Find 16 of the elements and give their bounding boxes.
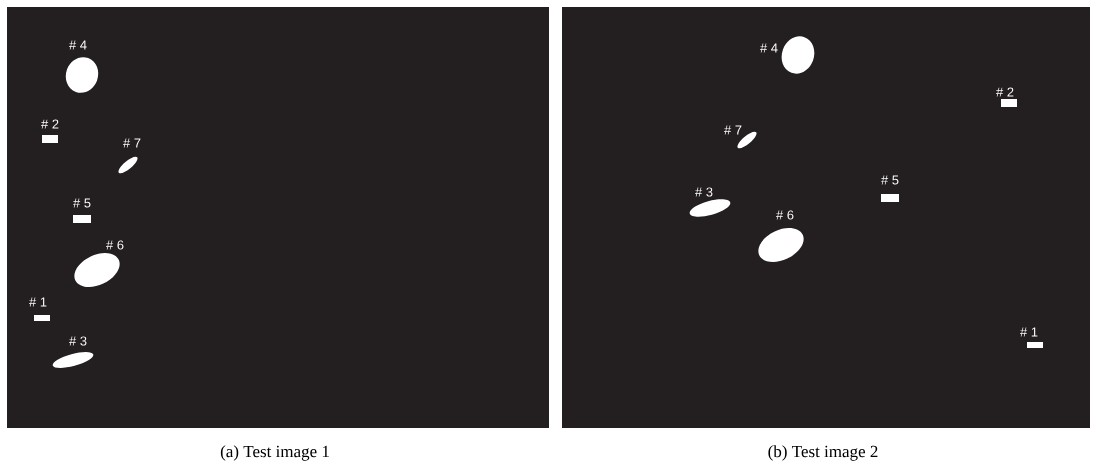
- shape-label: # 6: [106, 240, 124, 250]
- shape-label: # 5: [73, 198, 91, 208]
- shape-label: # 7: [724, 125, 742, 135]
- shape-label: # 4: [69, 40, 87, 50]
- shape-label: # 2: [41, 119, 59, 129]
- panel-label: (a) Test image 1: [220, 445, 329, 461]
- shape-label: # 6: [776, 210, 794, 220]
- shape-label: # 2: [996, 87, 1014, 97]
- shape-label: # 7: [123, 138, 141, 148]
- panel-label: (b) Test image 2: [768, 445, 878, 461]
- shape-label: # 3: [69, 336, 87, 346]
- shape-label: # 3: [695, 187, 713, 197]
- shape-label: # 1: [1020, 327, 1038, 337]
- shape-label: # 4: [760, 43, 778, 53]
- shape-label: # 1: [29, 297, 47, 307]
- shape-label: # 5: [881, 175, 899, 185]
